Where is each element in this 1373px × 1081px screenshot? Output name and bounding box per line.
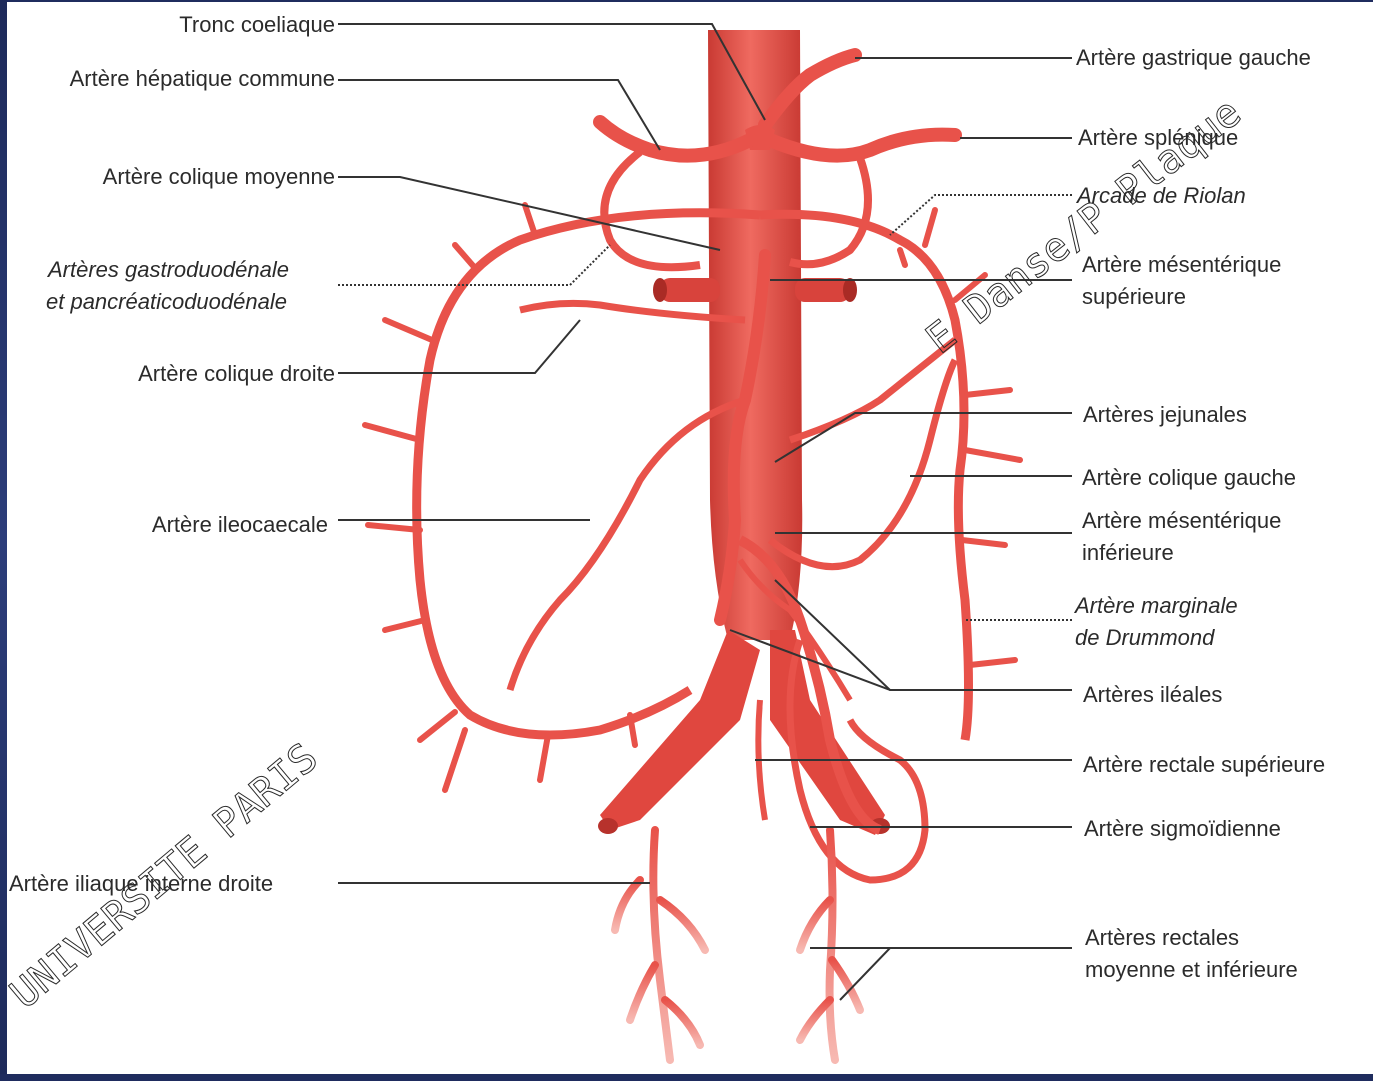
renal-left bbox=[795, 278, 850, 302]
label-marginale-2: de Drummond bbox=[1075, 622, 1214, 654]
iliac-end-right bbox=[598, 818, 618, 834]
label-colique-droite: Artère colique droite bbox=[60, 358, 335, 390]
leader-tronc bbox=[338, 24, 765, 120]
renal-right bbox=[660, 278, 720, 302]
label-mesenterique-sup-2: supérieure bbox=[1082, 281, 1186, 313]
label-hepatique-commune: Artère hépatique commune bbox=[10, 63, 335, 95]
label-gastroduodenale-2: et pancréaticoduodénale bbox=[46, 286, 287, 318]
label-rectales-2: moyenne et inférieure bbox=[1085, 954, 1298, 986]
label-colique-moyenne: Artère colique moyenne bbox=[30, 161, 335, 193]
frame-bottom bbox=[0, 1074, 1373, 1081]
ileocolic-branch bbox=[510, 400, 745, 690]
leader-rectales bbox=[840, 948, 1072, 1000]
common-iliac-right bbox=[600, 630, 760, 830]
label-marginale-1: Artère marginale bbox=[1075, 590, 1238, 622]
label-colique-gauche: Artère colique gauche bbox=[1082, 462, 1296, 494]
label-tronc-coeliaque: Tronc coeliaque bbox=[100, 9, 335, 41]
label-rectales-1: Artères rectales bbox=[1085, 922, 1239, 954]
label-arcade-riolan: Arcade de Riolan bbox=[1077, 180, 1246, 212]
label-iliaque-interne-droite: Artère iliaque interne droite bbox=[9, 868, 273, 900]
label-jejunales: Artères jejunales bbox=[1083, 399, 1247, 431]
label-mesenterique-inf-2: inférieure bbox=[1082, 537, 1174, 569]
label-splenique: Artère splénique bbox=[1078, 122, 1238, 154]
label-mesenterique-sup-1: Artère mésentérique bbox=[1082, 249, 1281, 281]
internal-iliac-left bbox=[800, 830, 860, 1060]
label-ileales: Artères iléales bbox=[1083, 679, 1222, 711]
internal-iliac-right bbox=[615, 830, 705, 1060]
leader-colique-droite bbox=[338, 320, 580, 373]
label-gastroduodenale-1: Artères gastroduodénale bbox=[48, 254, 289, 286]
label-mesenterique-inf-1: Artère mésentérique bbox=[1082, 505, 1281, 537]
label-gastrique-gauche: Artère gastrique gauche bbox=[1076, 42, 1311, 74]
label-ileocaecale: Artère ileocaecale bbox=[60, 509, 328, 541]
label-sigmoidienne: Artère sigmoïdienne bbox=[1084, 813, 1281, 845]
vasa-recta-left bbox=[365, 205, 635, 790]
label-rectale-sup: Artère rectale supérieure bbox=[1083, 749, 1325, 781]
